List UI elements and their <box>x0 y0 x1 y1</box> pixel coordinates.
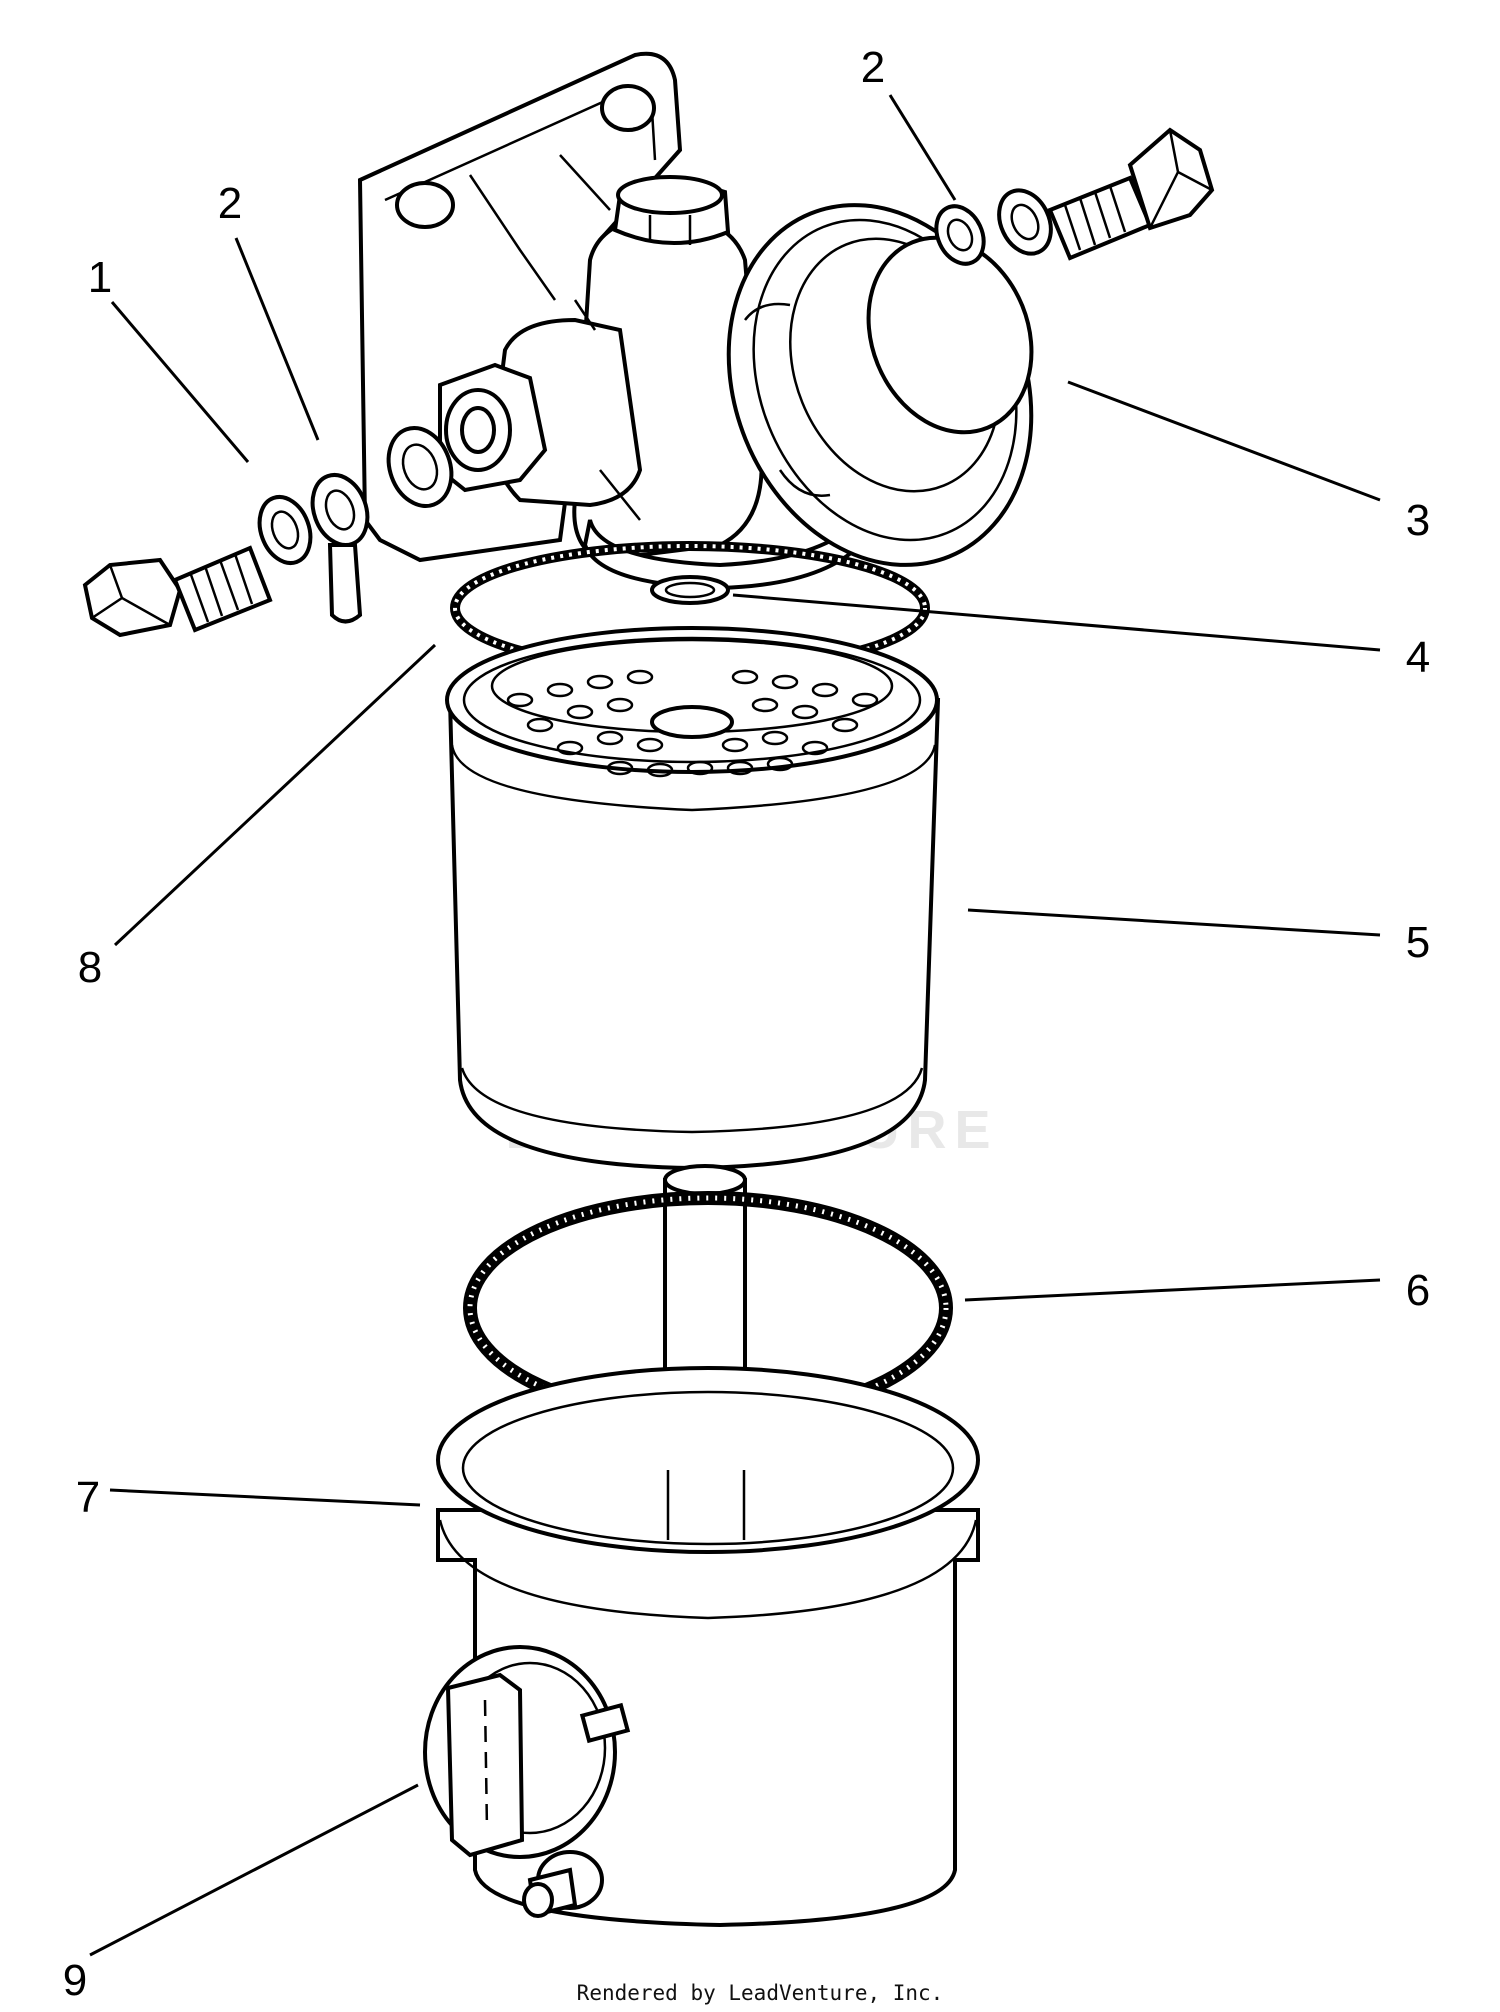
callout-3: 3 <box>1406 496 1430 545</box>
callout-4: 4 <box>1406 633 1430 682</box>
callout-7: 7 <box>76 1473 100 1522</box>
left-banjo-bolt <box>82 426 454 638</box>
right-banjo-bolt <box>934 127 1215 266</box>
callout-1: 1 <box>88 253 112 302</box>
primer-pump <box>726 203 1034 567</box>
center-seal <box>650 575 730 605</box>
filter-head <box>357 51 862 591</box>
callout-8: 8 <box>78 943 102 992</box>
callout-5: 5 <box>1406 918 1430 967</box>
filter-perforations <box>506 669 879 778</box>
callout-9: 9 <box>63 1956 87 2005</box>
rendered-by-footer: Rendered by LeadVenture, Inc. <box>577 1981 944 2005</box>
callout-6: 6 <box>1406 1266 1430 1315</box>
callout-labels: 1 2 2 3 4 5 6 7 8 9 <box>63 43 1430 2005</box>
callout-2-left: 2 <box>218 179 242 228</box>
callout-2-right: 2 <box>861 43 885 92</box>
filter-element <box>445 626 941 1171</box>
drain-valve <box>423 1645 631 1918</box>
leader-lines <box>89 94 1381 1957</box>
